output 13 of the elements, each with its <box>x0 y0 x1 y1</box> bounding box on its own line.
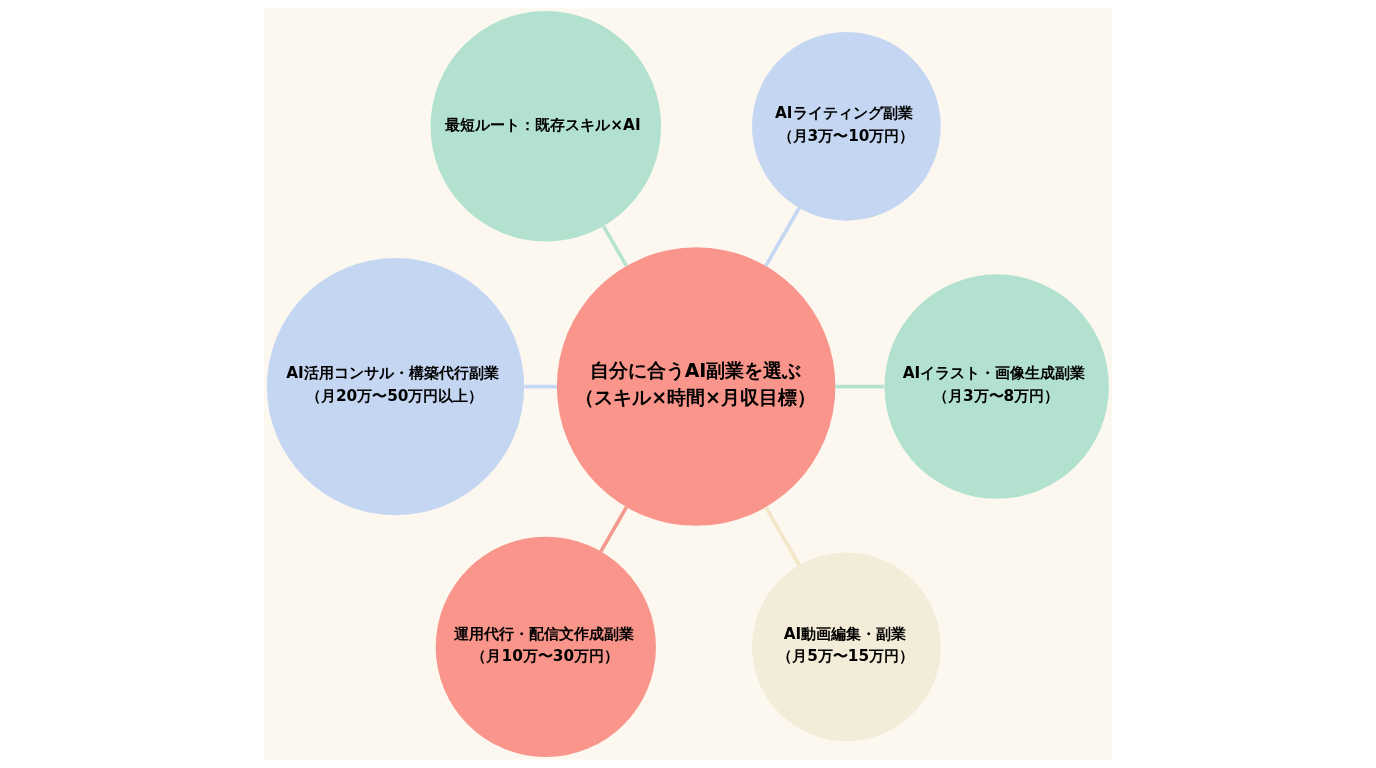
connector <box>764 506 801 566</box>
connector <box>835 384 885 389</box>
connector <box>601 225 629 267</box>
node-circle: 自分に合うAI副業を選ぶ （スキル×時間×月収目標） <box>556 247 836 526</box>
node-circle: 最短ルート：既存スキル×AI <box>430 10 662 242</box>
node-circle: AI活用コンサル・構築代行副業 （月20万〜50万円以上） <box>266 257 525 516</box>
node-circle: AIライティング副業 （月3万〜10万円） <box>752 31 941 221</box>
connector <box>599 506 629 553</box>
connector <box>524 384 557 389</box>
connector <box>764 207 801 267</box>
node-circle: 運用代行・配信文作成副業 （月10万〜30万円） <box>435 536 656 757</box>
node-circle: AIイラスト・画像生成副業 （月3万〜8万円） <box>884 274 1109 499</box>
node-circle: AI動画編集・副業 （月5万〜15万円） <box>752 552 941 742</box>
